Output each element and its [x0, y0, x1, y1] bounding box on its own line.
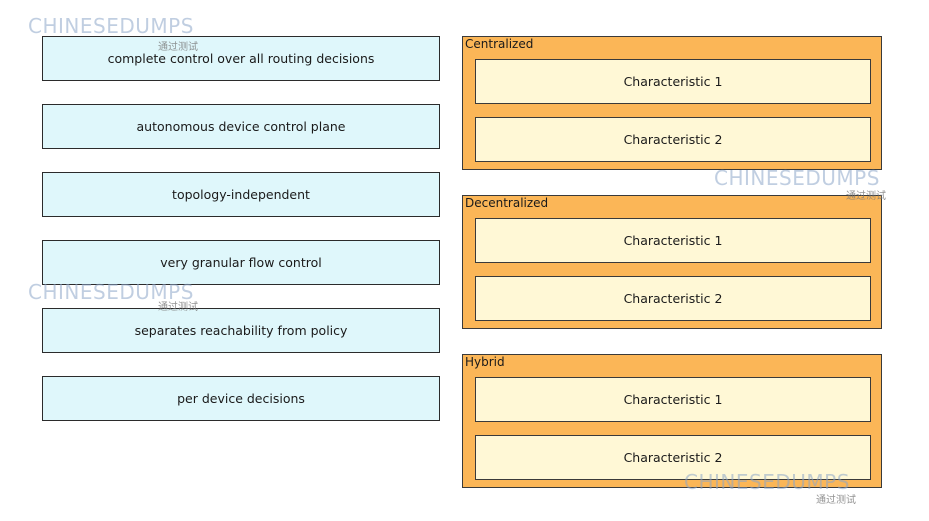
drop-slot-hybrid-2[interactable]: Characteristic 2 — [475, 435, 871, 480]
drop-slot-hybrid-1[interactable]: Characteristic 1 — [475, 377, 871, 422]
group-title-centralized: Centralized — [465, 37, 534, 51]
group-hybrid: Hybrid Characteristic 1 Characteristic 2 — [462, 354, 882, 488]
drag-item-autonomous-control-plane[interactable]: autonomous device control plane — [42, 104, 440, 149]
group-title-decentralized: Decentralized — [465, 196, 549, 210]
drag-item-separates-reachability[interactable]: separates reachability from policy — [42, 308, 440, 353]
drop-slot-decentralized-2[interactable]: Characteristic 2 — [475, 276, 871, 321]
drop-slot-centralized-2[interactable]: Characteristic 2 — [475, 117, 871, 162]
drop-slot-centralized-1[interactable]: Characteristic 1 — [475, 59, 871, 104]
group-decentralized: Decentralized Characteristic 1 Character… — [462, 195, 882, 329]
drop-slot-decentralized-1[interactable]: Characteristic 1 — [475, 218, 871, 263]
watermark-sub-bottom-right: 通过测试 — [816, 495, 856, 506]
drag-item-topology-independent[interactable]: topology-independent — [42, 172, 440, 217]
group-title-hybrid: Hybrid — [465, 355, 505, 369]
drag-item-per-device-decisions[interactable]: per device decisions — [42, 376, 440, 421]
group-centralized: Centralized Characteristic 1 Characteris… — [462, 36, 882, 170]
watermark-brand-top-left: CHINESEDUMPS — [28, 14, 194, 38]
drag-item-complete-control[interactable]: complete control over all routing decisi… — [42, 36, 440, 81]
drag-item-granular-flow-control[interactable]: very granular flow control — [42, 240, 440, 285]
